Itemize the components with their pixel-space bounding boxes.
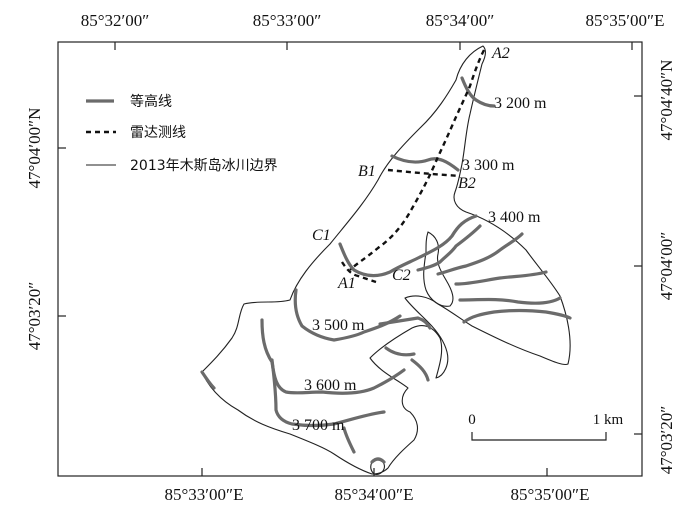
point-label-a2: A2 bbox=[491, 45, 510, 62]
point-label-b1: B1 bbox=[358, 163, 376, 180]
contour-3700-b bbox=[270, 358, 386, 428]
contour-3200 bbox=[460, 76, 496, 108]
scale-end-label: 1 km bbox=[593, 412, 624, 428]
right-coord-label: 47°04′40″N bbox=[657, 60, 676, 141]
scale-start-label: 0 bbox=[468, 412, 476, 428]
contour-3400-f bbox=[462, 308, 572, 324]
radar-line-c bbox=[341, 261, 377, 284]
legend: 等高线 雷达测线 2013年木斯岛冰川边界 bbox=[86, 93, 278, 174]
bottom-coord-label: 85°35′00″E bbox=[511, 485, 590, 504]
legend-contour-label: 等高线 bbox=[130, 93, 172, 110]
legend-radar-label: 雷达测线 bbox=[130, 125, 186, 141]
scale-bar: 0 1 km bbox=[468, 412, 624, 441]
nunatak-boundary bbox=[423, 231, 454, 307]
contour-3700-c bbox=[342, 426, 356, 454]
scale-bar-line bbox=[471, 432, 607, 441]
main-glacier-boundary bbox=[201, 45, 571, 475]
point-label-b2: B2 bbox=[458, 175, 476, 192]
map-frame bbox=[57, 41, 643, 477]
contour-3600-a bbox=[260, 318, 406, 395]
contour-3400-b bbox=[416, 224, 482, 272]
contour-lines bbox=[200, 76, 572, 464]
elevation-label-3700: 3 700 m bbox=[292, 417, 345, 434]
elevation-label-3300: 3 300 m bbox=[462, 157, 515, 174]
contour-3700-d bbox=[370, 457, 386, 464]
elevation-label-3500: 3 500 m bbox=[312, 317, 365, 334]
point-label-a1: A1 bbox=[337, 275, 356, 292]
elevation-label-3400: 3 400 m bbox=[488, 209, 541, 226]
contour-3500-a bbox=[293, 288, 402, 342]
radar-line-a bbox=[349, 49, 486, 271]
contour-3500-b bbox=[378, 316, 432, 330]
right-coord-label: 47°03′20″ bbox=[657, 406, 676, 475]
contour-3300 bbox=[390, 154, 460, 172]
contour-3400-d bbox=[454, 270, 548, 286]
top-coord-label: 85°33′00″ bbox=[253, 11, 322, 30]
left-coord-label: 47°04′00″N bbox=[25, 108, 44, 189]
elevation-label-3600: 3 600 m bbox=[304, 377, 357, 394]
frame-ticks bbox=[58, 42, 642, 476]
contour-3400-a bbox=[338, 214, 478, 278]
top-coord-label: 85°34′00″ bbox=[426, 11, 495, 30]
bottom-coord-label: 85°34′00″E bbox=[335, 485, 414, 504]
top-coord-label: 85°35′00″E bbox=[586, 11, 665, 30]
contour-3600-b bbox=[410, 358, 430, 382]
radar-lines bbox=[341, 49, 486, 284]
bottom-coord-label: 85°33′00″E bbox=[165, 485, 244, 504]
contour-3500-c bbox=[384, 346, 416, 357]
legend-boundary-label: 2013年木斯岛冰川边界 bbox=[130, 158, 278, 174]
right-coord-label: 47°04′00″ bbox=[657, 232, 676, 301]
point-label-c2: C2 bbox=[392, 267, 411, 284]
elevation-label-3200: 3 200 m bbox=[494, 95, 547, 112]
top-coord-label: 85°32′00″ bbox=[81, 11, 150, 30]
radar-line-b bbox=[387, 168, 461, 178]
contour-3400-e bbox=[458, 296, 562, 305]
left-coord-label: 47°03′20″ bbox=[25, 282, 44, 351]
contour-3400-c bbox=[436, 232, 524, 276]
point-label-c1: C1 bbox=[312, 227, 331, 244]
contour-3700-a bbox=[200, 370, 216, 390]
